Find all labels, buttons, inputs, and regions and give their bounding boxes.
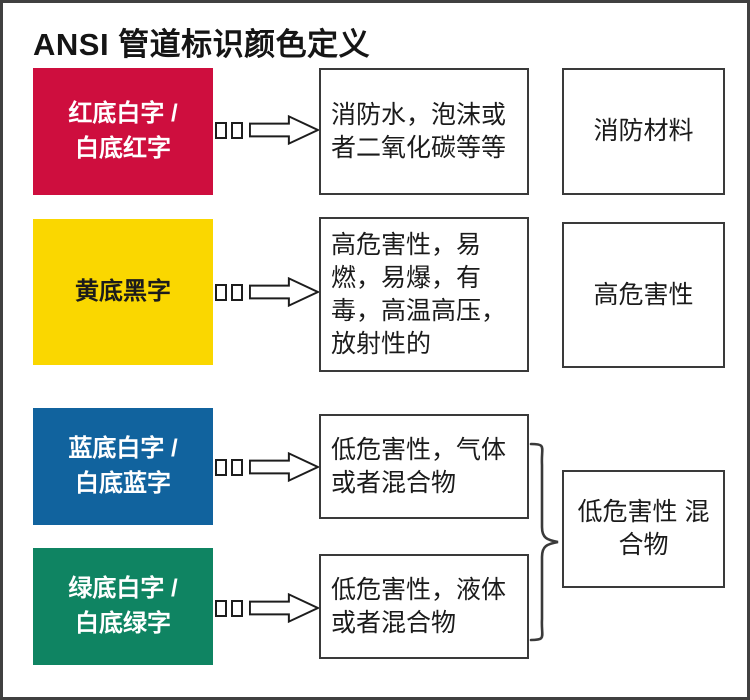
missing-glyph-icon (215, 283, 228, 301)
category-text: 高危害性 (593, 280, 694, 309)
color-swatch-green: 绿底白字 / 白底绿字 (33, 548, 213, 665)
category-text-line1: 低危害性 (577, 498, 678, 526)
description-box-blue: 低危害性，气体或者混合物 (319, 414, 529, 519)
swatch-label-line1: 蓝底白字 / (68, 434, 178, 462)
description-box-yellow: 高危害性，易燃，易爆，有毒，高温高压，放射性的 (319, 217, 529, 372)
page-title: ANSI 管道标识颜色定义 (33, 27, 371, 62)
swatch-label-line2: 白底绿字 (75, 609, 171, 637)
color-swatch-blue: 蓝底白字 / 白底蓝字 (33, 408, 213, 525)
missing-glyph-icon (231, 458, 244, 476)
flow-arrow-yellow (215, 275, 320, 309)
flow-arrow-green (215, 591, 320, 625)
description-box-green: 低危害性，液体或者混合物 (319, 554, 529, 659)
swatch-label-line1: 黄底黑字 (75, 277, 171, 305)
missing-glyph-icon (215, 121, 228, 139)
description-text: 高危害性，易燃，易爆，有毒，高温高压，放射性的 (331, 230, 507, 358)
category-box-fire: 消防材料 (562, 68, 725, 195)
swatch-label-line1: 红底白字 / (68, 99, 178, 127)
block-arrow-icon (249, 592, 320, 624)
block-arrow-icon (249, 114, 320, 146)
description-text: 低危害性，液体或者混合物 (331, 575, 507, 637)
color-swatch-yellow: 黄底黑字 (33, 219, 213, 365)
swatch-label-line2: 白底红字 (75, 134, 171, 162)
description-text: 低危害性，气体或者混合物 (331, 435, 507, 497)
missing-glyph-icon (231, 121, 244, 139)
swatch-label-line1: 绿底白字 / (68, 574, 178, 602)
category-box-high-hazard: 高危害性 (562, 222, 725, 368)
category-box-low-hazard-mixture: 低危害性 混合物 (562, 470, 725, 588)
missing-glyph-icon (231, 599, 244, 617)
category-text-line2: 混合物 (618, 498, 710, 559)
missing-glyph-icon (215, 599, 228, 617)
block-arrow-icon (249, 451, 320, 483)
missing-glyph-icon (215, 458, 228, 476)
missing-glyph-icon (231, 283, 244, 301)
flow-arrow-blue (215, 450, 320, 484)
block-arrow-icon (249, 276, 320, 308)
color-swatch-red: 红底白字 / 白底红字 (33, 68, 213, 195)
flow-arrow-red (215, 113, 320, 147)
category-text: 消防材料 (593, 117, 694, 145)
description-text: 消防水，泡沫或者二氧化碳等等 (331, 100, 507, 162)
swatch-label-line2: 白底蓝字 (75, 469, 171, 497)
description-box-red: 消防水，泡沫或者二氧化碳等等 (319, 68, 529, 195)
grouping-brace (529, 442, 559, 642)
